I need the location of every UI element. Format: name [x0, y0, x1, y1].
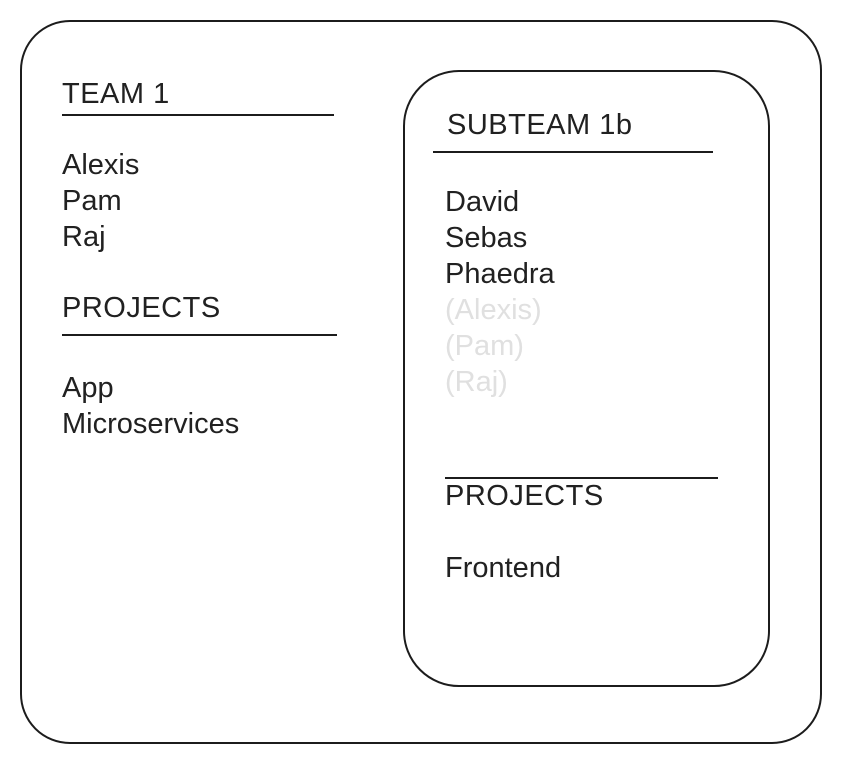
subteam-inherited-member: (Raj)	[445, 366, 508, 398]
team-member: Raj	[62, 221, 106, 253]
team-title-underline	[62, 114, 334, 116]
subteam-member: David	[445, 186, 520, 218]
subteam-project: Frontend	[445, 552, 562, 584]
subteam-projects-title: PROJECTS	[445, 480, 604, 512]
subteam-title-underline	[433, 151, 713, 153]
subteam-inherited-member: (Alexis)	[445, 294, 542, 326]
team-1-box	[20, 20, 822, 744]
team-title: TEAM 1	[62, 78, 170, 110]
team-projects-underline	[62, 334, 337, 336]
team-member-list: Alexis Pam Raj	[62, 147, 139, 255]
team-projects-title: PROJECTS	[62, 292, 221, 324]
subteam-member: Sebas	[445, 222, 528, 254]
subteam-projects-divider	[445, 477, 718, 479]
subteam-member-list: David Sebas Phaedra (Alexis) (Pam) (Raj)	[445, 184, 555, 400]
subteam-inherited-member: (Pam)	[445, 330, 524, 362]
subteam-project-list: Frontend	[445, 550, 561, 586]
subteam-1b-box	[403, 70, 770, 687]
team-project-list: App Microservices	[62, 370, 239, 442]
team-member: Alexis	[62, 149, 140, 181]
team-project: Microservices	[62, 408, 240, 440]
team-project: App	[62, 372, 114, 404]
subteam-member: Phaedra	[445, 258, 555, 290]
subteam-title: SUBTEAM 1b	[447, 109, 633, 141]
team-member: Pam	[62, 185, 122, 217]
